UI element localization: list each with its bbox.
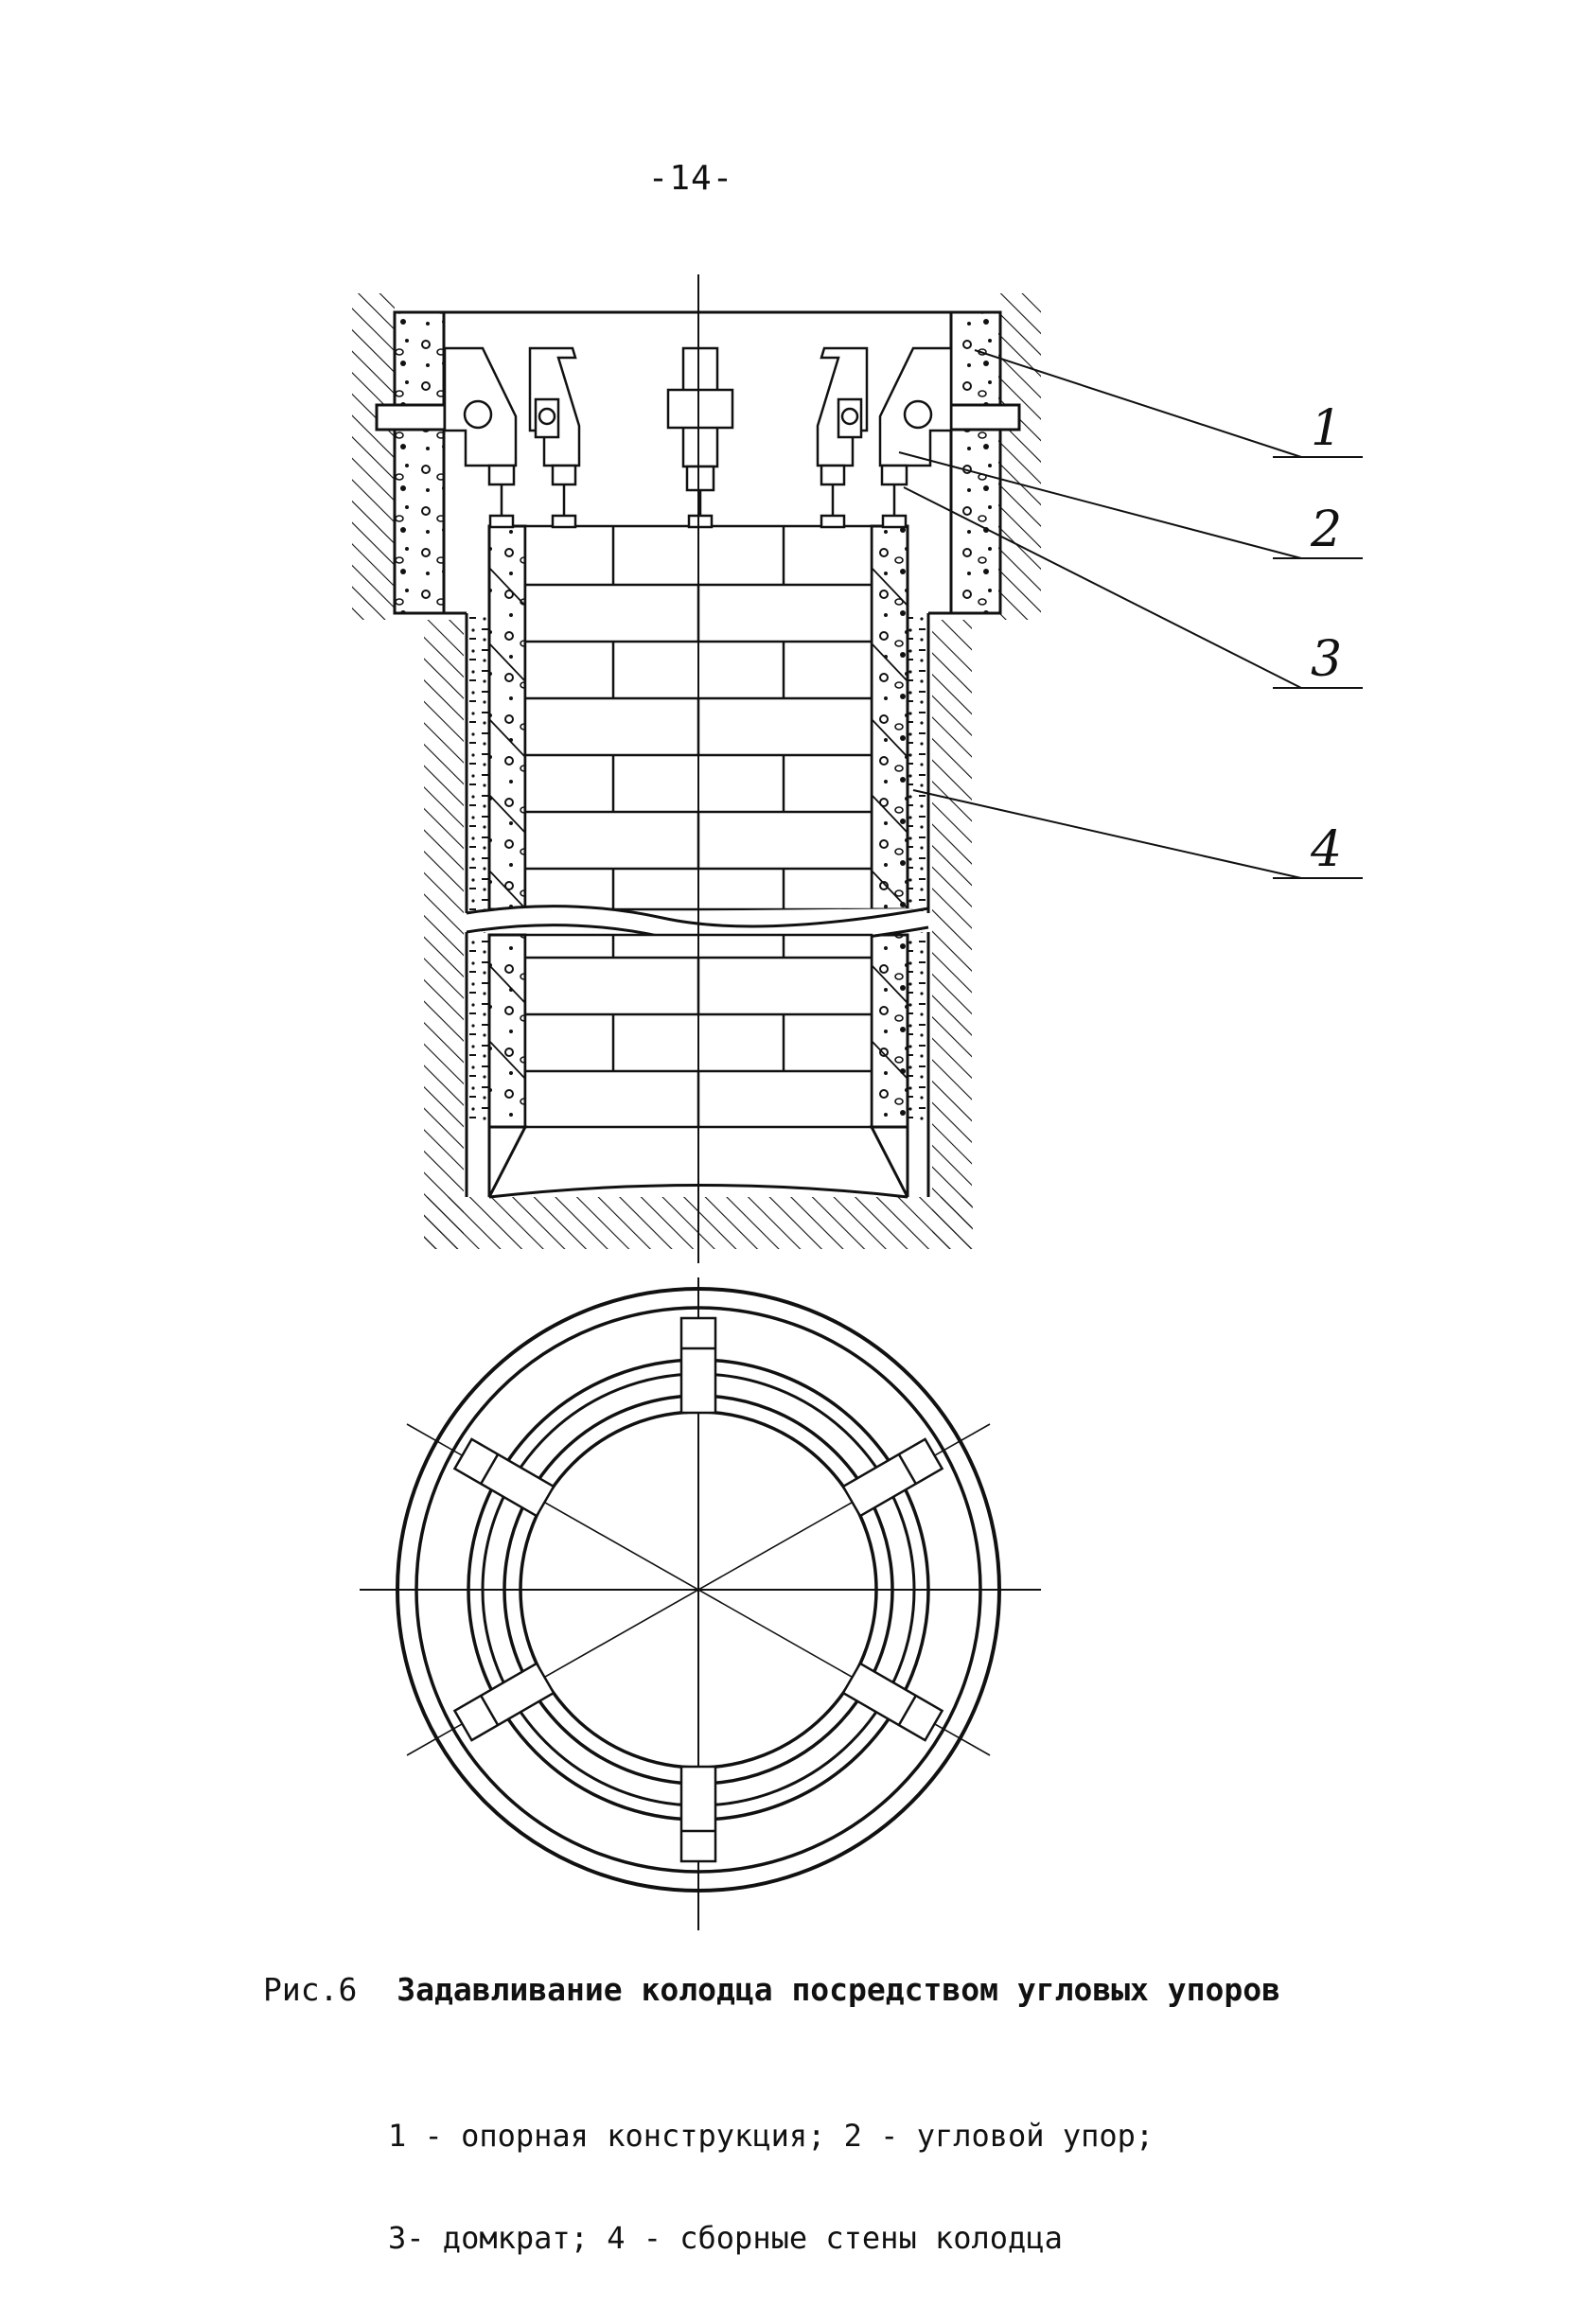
callout-3: 3 xyxy=(1311,631,1342,688)
callout-2: 2 xyxy=(1310,502,1342,558)
page-number: -14- xyxy=(647,159,734,198)
caption-title: Задавливание колодца посредством угловых… xyxy=(397,1971,1280,2008)
callout-4: 4 xyxy=(1310,821,1342,878)
figure-legend: 1 - опорная конструкция; 2 - угловой упо… xyxy=(388,2051,1154,2323)
figure-caption: Рис.6 Задавливание колодца посредством у… xyxy=(263,1971,1280,2008)
elevation-view xyxy=(352,274,1041,1263)
plan-view xyxy=(360,1277,1041,1930)
document-page: -14- xyxy=(263,159,1363,2255)
figure-drawing: 1 2 3 4 xyxy=(352,274,1363,1930)
caption-label: Рис.6 xyxy=(263,1971,358,2008)
callout-1: 1 xyxy=(1311,400,1342,457)
legend-line-2: 3- домкрат; 4 - сборные стены колодца xyxy=(388,2220,1063,2256)
leader-lines xyxy=(898,349,1363,879)
legend-line-1: 1 - опорная конструкция; 2 - угловой упо… xyxy=(388,2118,1155,2154)
